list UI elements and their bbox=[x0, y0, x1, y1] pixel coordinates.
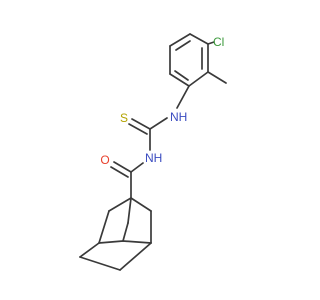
bond bbox=[98, 240, 124, 244]
bond bbox=[122, 240, 152, 244]
bond bbox=[79, 242, 100, 258]
bond bbox=[110, 166, 129, 178]
nitrogen-lower-label: NH bbox=[145, 151, 162, 165]
bond bbox=[149, 117, 168, 130]
bond bbox=[79, 256, 121, 271]
bond bbox=[175, 40, 191, 51]
bond bbox=[128, 123, 148, 135]
bond bbox=[130, 162, 144, 173]
sulfur-label: S bbox=[120, 111, 128, 125]
bond bbox=[113, 161, 132, 173]
bond bbox=[189, 33, 209, 45]
bond bbox=[174, 70, 189, 81]
bond bbox=[98, 210, 110, 244]
bond bbox=[176, 85, 190, 109]
bond bbox=[130, 197, 152, 212]
bond bbox=[169, 33, 191, 47]
bond bbox=[207, 41, 215, 45]
bond bbox=[119, 242, 152, 271]
oxygen-label: O bbox=[100, 153, 109, 167]
nitrogen-upper-label: NH bbox=[170, 110, 187, 124]
bond bbox=[122, 222, 129, 242]
chlorine-label: Cl bbox=[213, 35, 224, 49]
bond bbox=[127, 197, 132, 224]
bond-lines bbox=[79, 33, 227, 271]
atom-labels: Cl NH S NH O bbox=[100, 35, 224, 167]
bond bbox=[108, 197, 132, 212]
bond bbox=[207, 71, 227, 84]
molecule-structure: Cl NH S NH O bbox=[79, 33, 227, 271]
bond bbox=[188, 71, 209, 87]
bond bbox=[169, 73, 190, 87]
bond bbox=[131, 118, 151, 130]
